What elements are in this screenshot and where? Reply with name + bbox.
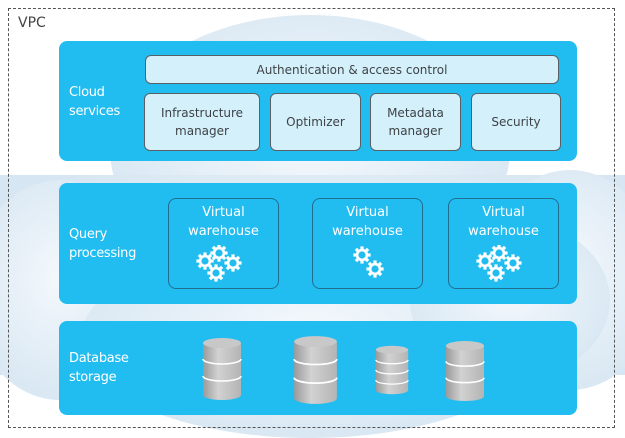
virtual-warehouse-3-label: Virtual warehouse	[468, 205, 539, 239]
optimizer-label: Optimizer	[286, 115, 345, 129]
infrastructure-manager-box[interactable]: Infrastructure manager	[144, 93, 260, 151]
virtual-warehouse-2[interactable]: Virtual warehouse	[312, 198, 423, 289]
cloud-services-title: Cloud services	[69, 85, 120, 119]
gears-cluster-icon	[196, 245, 242, 282]
query-processing-title: Query processing	[69, 227, 137, 261]
auth-access-control-box[interactable]: Authentication & access control	[145, 55, 559, 84]
virtual-warehouse-1-label: Virtual warehouse	[188, 205, 259, 239]
gears-cluster-icon	[476, 245, 522, 282]
auth-access-control-label: Authentication & access control	[256, 62, 448, 77]
metadata-manager-label: Metadata manager	[387, 106, 444, 138]
virtual-warehouse-1[interactable]: Virtual warehouse	[168, 198, 279, 289]
query-processing-layer: Query processing Virtual warehouse Virtu…	[59, 183, 577, 304]
vpc-boundary	[8, 8, 615, 428]
metadata-manager-box[interactable]: Metadata manager	[370, 93, 461, 151]
gears-pair-icon	[353, 246, 384, 278]
database-cylinder-icon	[293, 335, 338, 405]
database-cylinder-icon	[375, 345, 409, 395]
database-storage-layer: Database storage	[59, 321, 577, 415]
cloud-services-layer: Cloud services Authentication & access c…	[59, 41, 577, 161]
security-box[interactable]: Security	[471, 93, 561, 151]
virtual-warehouse-3[interactable]: Virtual warehouse	[448, 198, 559, 289]
vpc-label: VPC	[18, 15, 46, 31]
infrastructure-manager-label: Infrastructure manager	[160, 106, 244, 138]
database-cylinder-icon	[445, 340, 485, 402]
virtual-warehouse-2-label: Virtual warehouse	[332, 205, 403, 239]
database-storage-title: Database storage	[69, 351, 129, 385]
database-cylinder-icon	[202, 337, 242, 401]
security-label: Security	[491, 115, 541, 129]
optimizer-box[interactable]: Optimizer	[270, 93, 361, 151]
